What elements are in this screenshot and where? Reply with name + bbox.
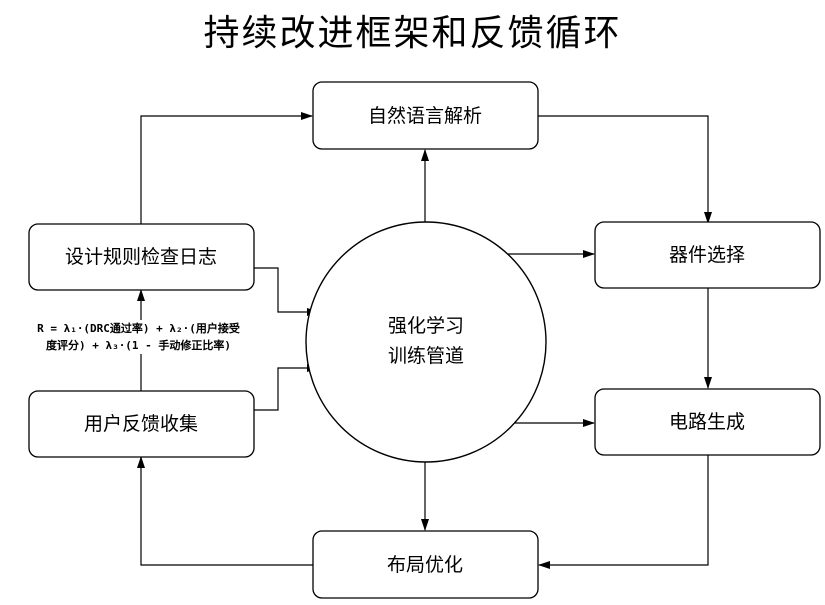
node-drc-log: 设计规则检查日志 — [28, 223, 255, 291]
edge-nlp-to-component — [538, 115, 712, 224]
diagram-title: 持续改进框架和反馈循环 — [203, 13, 622, 54]
node-nlp-label: 自然语言解析 — [368, 105, 482, 127]
node-feedback-label: 用户反馈收集 — [84, 413, 198, 435]
node-circuit-label: 电路生成 — [669, 411, 745, 433]
formula-line2: 度评分) + λ₃·(1 - 手动修正比率) — [45, 339, 232, 352]
node-drc-label: 设计规则检查日志 — [65, 246, 217, 268]
node-circuit-generation: 电路生成 — [594, 388, 821, 456]
formula-line1: R = λ₁·(DRC通过率) + λ₂·(用户接受 — [37, 322, 240, 335]
node-user-feedback: 用户反馈收集 — [28, 390, 255, 458]
center-label-line2: 训练管道 — [388, 345, 464, 367]
node-layout-label: 布局优化 — [387, 554, 463, 576]
reward-formula: R = λ₁·(DRC通过率) + λ₂·(用户接受 度评分) + λ₃·(1 … — [6, 320, 271, 354]
node-layout-optimization: 布局优化 — [312, 530, 539, 599]
edge-layout-to-feedback — [137, 456, 313, 566]
node-component-selection: 器件选择 — [594, 221, 821, 289]
edge-drc-to-center — [254, 267, 319, 316]
edge-circuit-to-layout — [538, 455, 709, 569]
edge-feedback-to-center — [254, 364, 319, 411]
connectors — [137, 112, 712, 569]
node-nlp: 自然语言解析 — [312, 81, 539, 150]
edge-drc-to-nlp — [140, 112, 313, 228]
center-label-line1: 强化学习 — [388, 315, 464, 337]
rl-training-pipeline: 强化学习 训练管道 — [305, 221, 547, 463]
node-component-label: 器件选择 — [669, 244, 745, 266]
